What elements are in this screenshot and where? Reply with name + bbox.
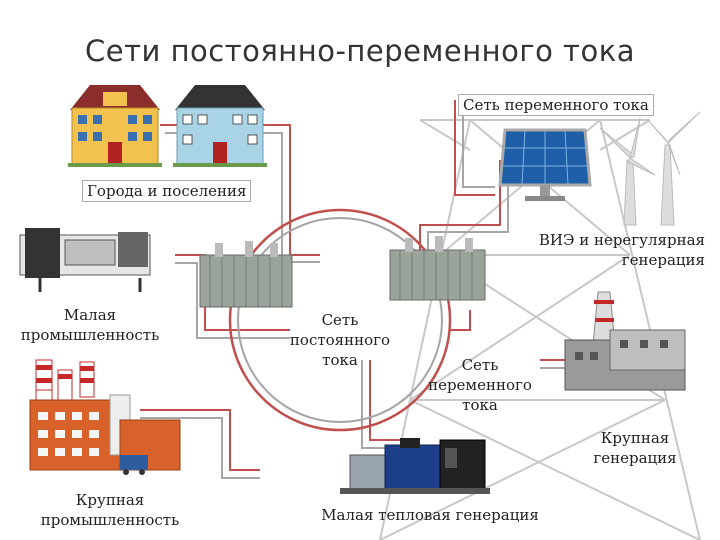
cnc-machine-icon xyxy=(20,228,150,292)
wind-turbine-icon xyxy=(600,112,700,225)
small-industry-label: Малая промышленность xyxy=(5,305,175,345)
small-industry-label-line: Малая xyxy=(5,305,175,325)
small-industry-label-line: промышленность xyxy=(5,325,175,345)
large-gen-label-line: Крупная xyxy=(575,428,695,448)
solar-panel-icon xyxy=(500,130,590,201)
power-plant-icon xyxy=(565,292,685,390)
ac-grid-center-label-line: Сеть xyxy=(410,355,550,375)
cities-label: Города и поселения xyxy=(82,180,251,202)
transformer-right-icon xyxy=(390,236,485,300)
ac-grid-center-label: Сеть переменного тока xyxy=(410,355,550,415)
house-blue-icon xyxy=(173,85,267,167)
large-industry-label: Крупная промышленность xyxy=(20,490,200,530)
res-label: ВИЭ и нерегулярная генерация xyxy=(505,230,705,270)
house-yellow-icon xyxy=(68,85,162,167)
res-label-line: генерация xyxy=(505,250,705,270)
res-label-line: ВИЭ и нерегулярная xyxy=(505,230,705,250)
large-industry-label-line: промышленность xyxy=(20,510,200,530)
dc-grid-label-line: постоянного xyxy=(270,330,410,350)
transformer-left-icon xyxy=(200,241,292,307)
dc-grid-label: Сеть постоянного тока xyxy=(270,310,410,370)
ac-grid-center-label-line: переменного xyxy=(410,375,550,395)
large-gen-label-line: генерация xyxy=(575,448,695,468)
large-gen-label: Крупная генерация xyxy=(575,428,695,468)
large-industry-label-line: Крупная xyxy=(20,490,200,510)
small-thermal-label: Малая тепловая генерация xyxy=(305,505,555,525)
ac-grid-center-label-line: тока xyxy=(410,395,550,415)
dc-grid-label-line: тока xyxy=(270,350,410,370)
dc-grid-label-line: Сеть xyxy=(270,310,410,330)
ac-grid-top-label: Сеть переменного тока xyxy=(458,94,654,116)
